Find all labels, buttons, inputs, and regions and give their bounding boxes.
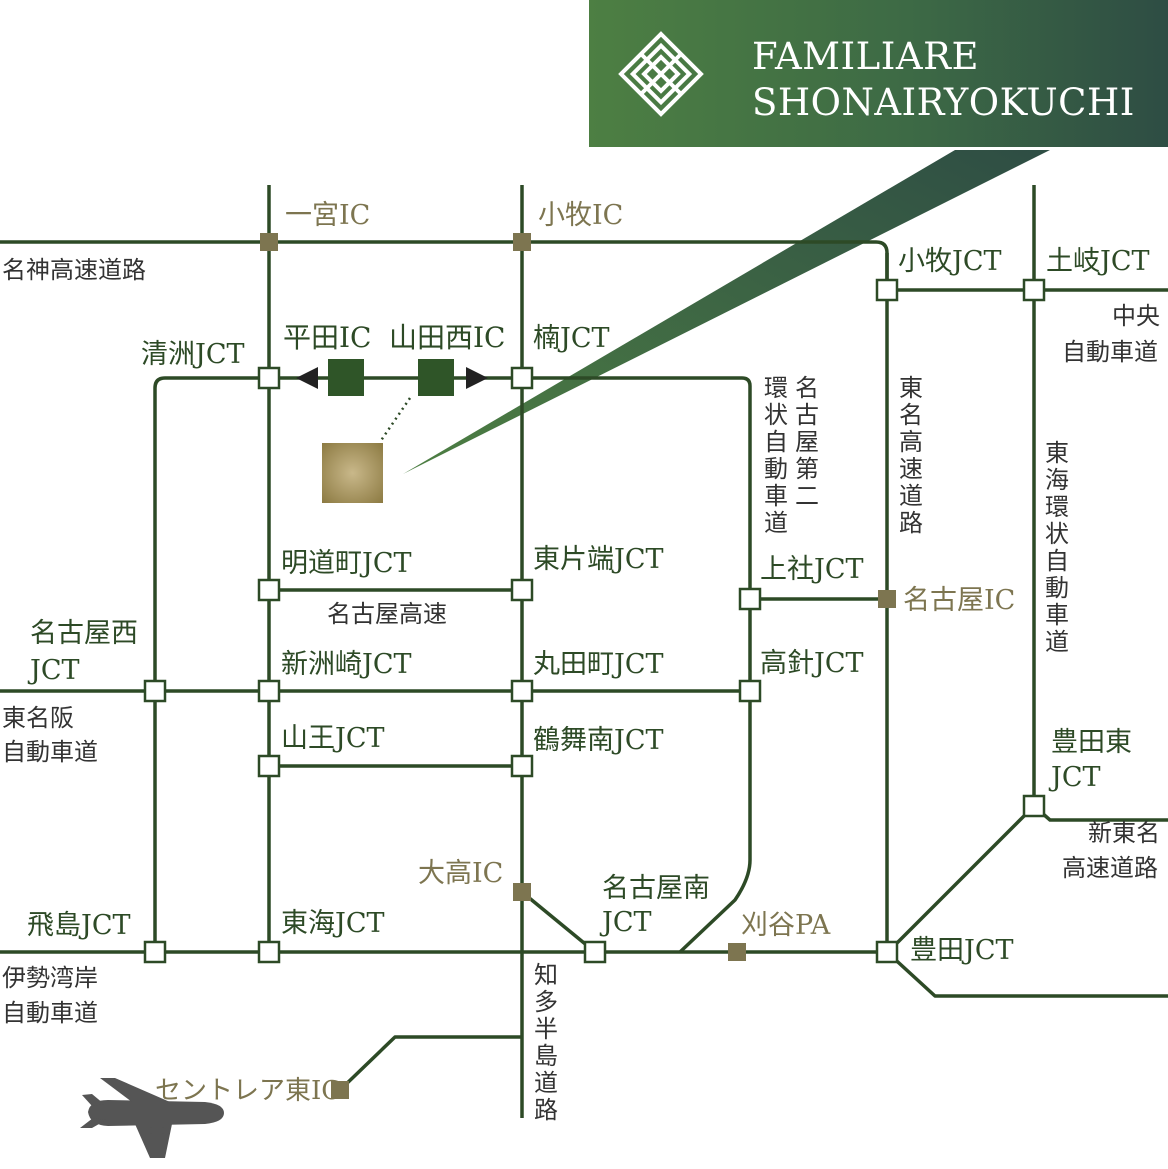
marker-tokai-jct xyxy=(257,940,281,964)
label-kamiyashiro-jct: 上社JCT xyxy=(760,554,864,585)
label-tomei: 東名高速道路 xyxy=(899,374,923,537)
marker-komaki-ic xyxy=(513,233,531,251)
label-takabari-jct: 高針JCT xyxy=(760,648,864,679)
road-centrair xyxy=(338,1035,522,1092)
marker-takabari-jct xyxy=(738,679,762,703)
jct-markers xyxy=(143,278,1046,964)
arrow-left-icon xyxy=(296,367,318,389)
label-shintomei-1: 新東名 xyxy=(1088,819,1160,847)
label-kiyosu-jct: 清洲JCT xyxy=(141,339,245,370)
label-toyotahigashi-jct-2: JCT xyxy=(1051,762,1101,793)
label-nagoya-ic: 名古屋IC xyxy=(903,585,1016,616)
label-meishin: 名神高速道路 xyxy=(2,256,146,284)
road-meishin xyxy=(0,240,1168,292)
label-kusunoki-jct: 楠JCT xyxy=(533,323,610,354)
label-marutamachi-jct: 丸田町JCT xyxy=(533,649,664,680)
endless-knot-logo-icon xyxy=(618,31,704,117)
marker-nagoyaminami-jct xyxy=(583,940,607,964)
marker-kamiyashiro-jct xyxy=(738,587,762,611)
label-tsurumaiminami-jct: 鶴舞南JCT xyxy=(533,725,664,756)
marker-nagoya-ic xyxy=(878,590,896,608)
site-link-dotted xyxy=(378,397,412,443)
label-yamadanishi-ic: 山田西IC xyxy=(389,321,506,354)
site-pointer-beam xyxy=(403,150,1050,474)
brand-name-line1: FAMILIARE xyxy=(752,35,979,78)
label-toki-jct: 土岐JCT xyxy=(1046,246,1150,277)
label-nagoya-daini-a: 環状自動車道 xyxy=(764,374,788,537)
marker-tobishima-jct xyxy=(143,940,167,964)
label-nagoyanishi-jct-2: JCT xyxy=(30,655,80,686)
label-isewangan-2: 自動車道 xyxy=(2,999,98,1027)
marker-toyota-jct xyxy=(875,940,899,964)
brand-name-line2: SHONAIRYOKUCHI xyxy=(752,81,1135,124)
label-chuo-2: 自動車道 xyxy=(1062,338,1158,366)
label-ichinomiya-ic: 一宮IC xyxy=(285,200,371,231)
marker-toki-jct xyxy=(1022,278,1046,302)
label-komaki-jct: 小牧JCT xyxy=(898,246,1002,277)
label-komaki-ic: 小牧IC xyxy=(538,200,624,231)
label-chita: 知多半島道路 xyxy=(534,961,558,1124)
label-tokai-kanjo: 東海環状自動車道 xyxy=(1045,439,1069,656)
marker-kiyosu-jct xyxy=(257,366,281,390)
marker-hirata-ic xyxy=(328,359,364,396)
label-nagoyaminami-jct-2: JCT xyxy=(602,907,652,938)
marker-sanno-jct xyxy=(257,754,281,778)
road-kiyosu-loop xyxy=(153,376,269,952)
marker-kusunoki-jct xyxy=(510,366,534,390)
label-tokai-jct: 東海JCT xyxy=(281,908,385,939)
marker-nagoyanishi-jct xyxy=(143,679,167,703)
road-odaka-branch xyxy=(520,890,597,954)
label-higashikatahata-jct: 東片端JCT xyxy=(533,544,664,575)
label-meidocho-jct: 明道町JCT xyxy=(281,548,412,579)
label-nagoya-kosoku: 名古屋高速 xyxy=(327,600,447,628)
label-shintomei-2: 高速道路 xyxy=(1062,854,1158,882)
marker-odaka-ic xyxy=(513,883,531,901)
label-tomeihan-2: 自動車道 xyxy=(2,738,98,766)
property-site-marker-icon xyxy=(322,443,383,503)
marker-yamadanishi-ic xyxy=(418,359,454,396)
label-isewangan-1: 伊勢湾岸 xyxy=(2,964,98,992)
marker-higashikatahata-jct xyxy=(510,578,534,602)
road-nagoya-daini xyxy=(269,376,752,954)
label-toyotahigashi-jct-1: 豊田東 xyxy=(1051,727,1132,758)
label-kariya-pa: 刈谷PA xyxy=(741,910,831,941)
marker-shinsuzaki-jct xyxy=(257,679,281,703)
brand-banner: FAMILIARE SHONAIRYOKUCHI xyxy=(589,0,1168,147)
label-chuo-1: 中央 xyxy=(1112,302,1160,330)
ic-markers xyxy=(260,233,896,1099)
marker-komaki-jct xyxy=(875,278,899,302)
arrow-right-icon xyxy=(466,367,488,389)
label-centrair-ic: セントレア東IC xyxy=(155,1076,342,1106)
label-toyota-jct: 豊田JCT xyxy=(910,935,1014,966)
road-tokai-kanjo xyxy=(886,185,1036,954)
marker-ichinomiya-ic xyxy=(260,233,278,251)
label-nagoyanishi-jct-1: 名古屋西 xyxy=(30,618,138,649)
marker-centrair-ic xyxy=(331,1081,349,1099)
label-sanno-jct: 山王JCT xyxy=(281,723,385,754)
label-shinsuzaki-jct: 新洲崎JCT xyxy=(281,649,412,680)
label-hirata-ic: 平田IC xyxy=(283,321,372,354)
label-tobishima-jct: 飛島JCT xyxy=(27,910,131,941)
label-nagoya-daini-b: 名古屋第二 xyxy=(795,374,819,510)
marker-kariya-pa xyxy=(728,943,746,961)
marker-marutamachi-jct xyxy=(510,679,534,703)
marker-toyotahigashi-jct xyxy=(1022,794,1046,818)
label-odaka-ic: 大高IC xyxy=(418,858,504,889)
road-toyota-east xyxy=(885,950,1168,998)
marker-meidocho-jct xyxy=(257,578,281,602)
marker-tsurumaiminami-jct xyxy=(510,754,534,778)
airplane-icon xyxy=(80,1078,224,1158)
label-nagoyaminami-jct-1: 名古屋南 xyxy=(602,873,710,904)
label-tomeihan-1: 東名阪 xyxy=(2,704,74,732)
